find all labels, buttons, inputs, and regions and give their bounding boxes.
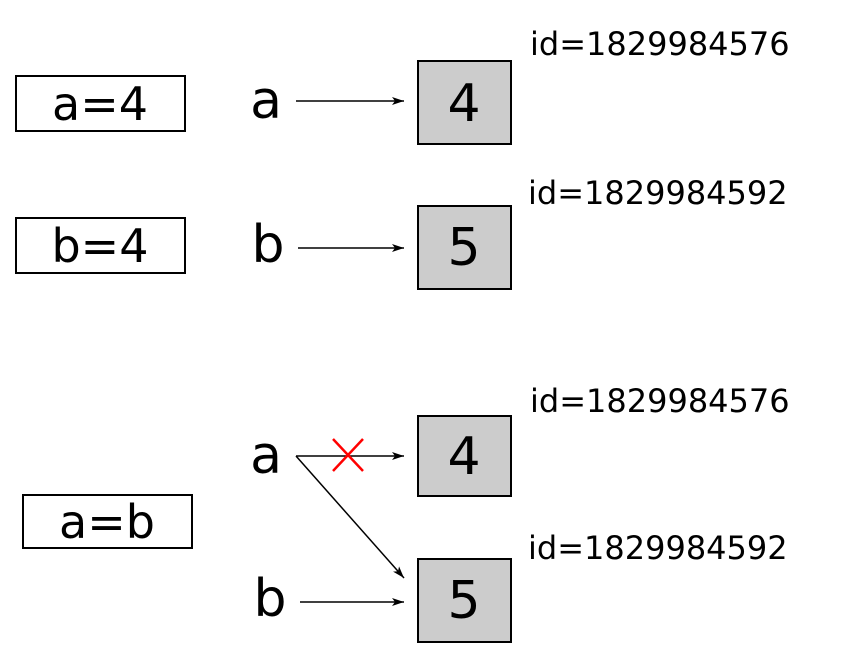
variable-b: b [253,569,286,629]
new-reference-arrow [295,455,405,579]
object-box [417,205,512,290]
object-id-label: id=1829984576 [530,25,790,63]
statement-text: a=b [59,495,155,549]
statement-box [15,75,186,132]
object-box [417,60,512,145]
panel-2: b=4 b 5 id=1829984592 [15,174,788,290]
variable-a: a [250,426,282,486]
panel-3: a=b a b 4 id=1829984576 5 id=1829984592 [22,382,790,643]
variable-a: a [250,71,282,131]
object-value: 4 [447,74,480,134]
object-value: 4 [447,427,480,487]
object-id-label: id=1829984576 [530,382,790,420]
object-id-label: id=1829984592 [528,174,788,212]
object-box [417,415,512,497]
cross-icon [332,438,364,472]
object-id-label: id=1829984592 [528,529,788,567]
statement-text: b=4 [51,219,148,273]
statement-text: a=4 [52,77,148,131]
panel-1: a=4 a 4 id=1829984576 [15,25,790,145]
statement-box [22,494,193,549]
object-value: 5 [447,571,480,631]
statement-box [15,217,186,274]
variable-b: b [251,215,284,275]
object-box [417,558,512,643]
object-value: 5 [447,218,480,278]
